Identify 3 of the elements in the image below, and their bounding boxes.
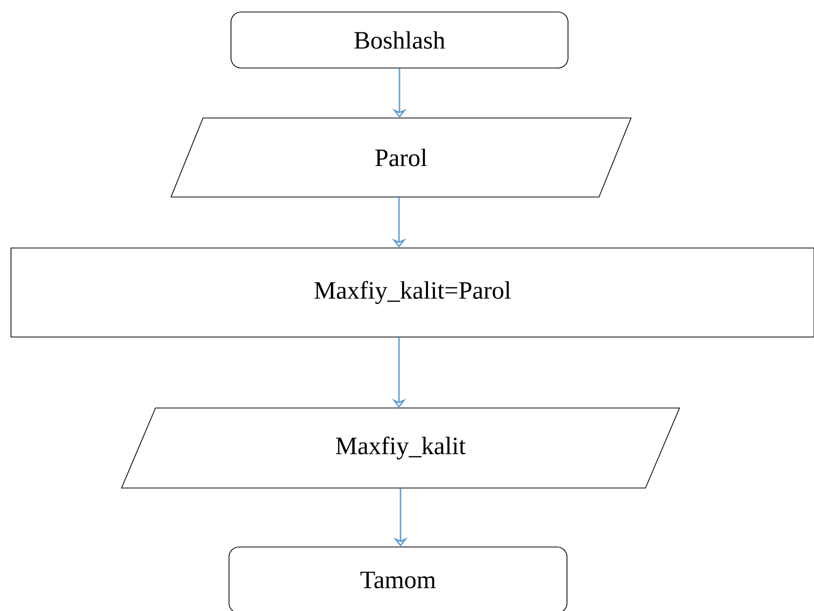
process-box: Maxfiy_kalit=Parol <box>10 248 814 338</box>
terminal-box: Tamom <box>228 546 568 611</box>
terminal-box: Boshlash <box>230 12 568 68</box>
